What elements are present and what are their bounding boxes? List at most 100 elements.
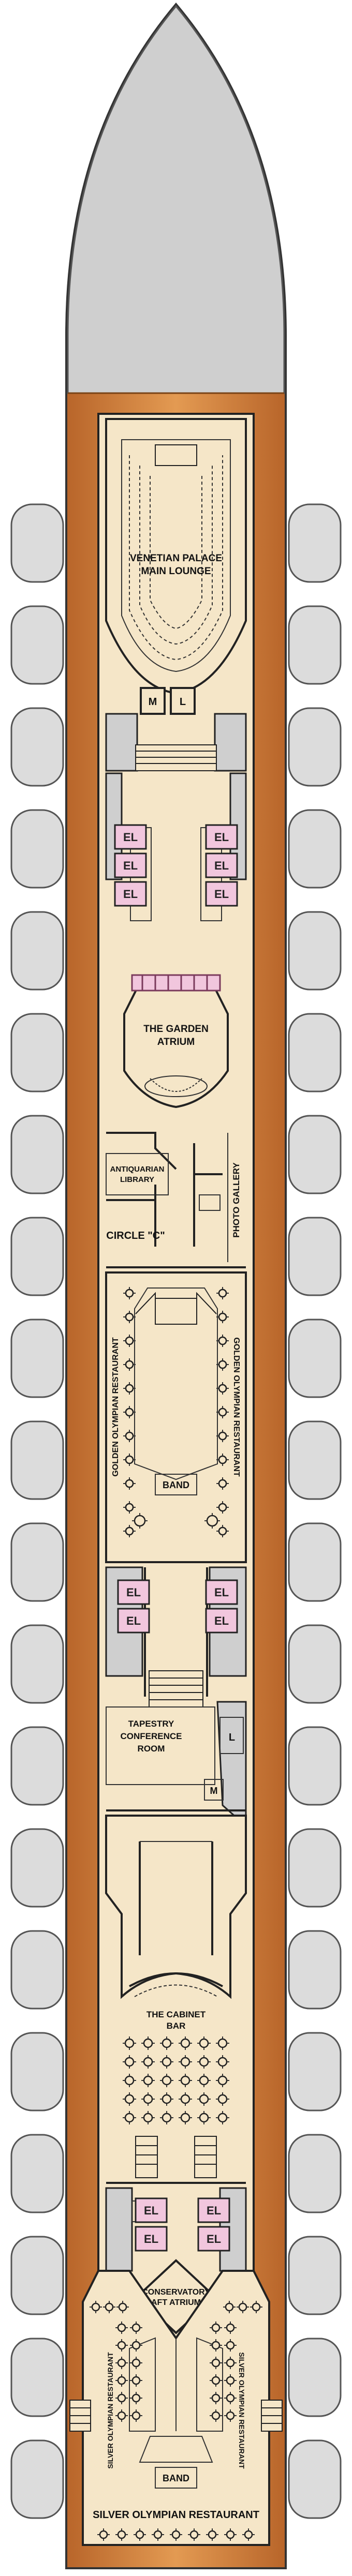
forward-stairs xyxy=(135,744,217,771)
lifeboat-starboard xyxy=(288,1930,342,2010)
dining-table xyxy=(115,2322,128,2334)
dining-table xyxy=(224,2409,237,2422)
tapestry-label-1: TAPESTRY xyxy=(128,1719,174,1729)
dining-table xyxy=(130,2374,142,2387)
elevator: EL xyxy=(205,1579,238,1605)
silver-olympian-label-bottom: SILVER OLYMPIAN RESTAURANT xyxy=(93,2509,259,2521)
restrooms-forward: M L xyxy=(105,687,247,772)
dining-table xyxy=(90,2301,102,2313)
golden-tables xyxy=(123,1287,229,1537)
dining-table xyxy=(130,2322,142,2334)
dining-table xyxy=(216,1454,229,1466)
dining-table xyxy=(123,1477,136,1490)
dining-table xyxy=(152,2528,164,2541)
lifeboat-port xyxy=(10,809,64,889)
dining-table xyxy=(216,1525,229,1537)
dining-table xyxy=(160,2111,173,2124)
dining-table xyxy=(123,1311,136,1323)
golden-olympian-restaurant: BAND GOLDEN OLYMPIAN RESTAURANT GOLDEN O… xyxy=(105,1271,247,1563)
lifeboat-port xyxy=(10,1624,64,1704)
elevator-label: EL xyxy=(144,2204,158,2217)
dining-table xyxy=(224,2392,237,2404)
lifeboat-starboard xyxy=(288,911,342,991)
dining-table xyxy=(216,1335,229,1347)
dining-table xyxy=(216,1430,229,1442)
garden-atrium-label-2: ATRIUM xyxy=(157,1037,195,1047)
dining-table xyxy=(206,2528,218,2541)
elevator: EL xyxy=(197,2226,230,2252)
dining-table xyxy=(210,2374,222,2387)
elevator-label: EL xyxy=(214,888,229,901)
dining-table xyxy=(123,1430,136,1442)
lifeboat-starboard xyxy=(288,503,342,583)
lifeboat-starboard xyxy=(288,1420,342,1500)
elevator-label: EL xyxy=(207,2204,221,2217)
dining-table xyxy=(216,1501,229,1514)
dining-table xyxy=(224,2322,237,2334)
lifeboat-starboard xyxy=(288,1726,342,1806)
cabinet-bar: THE CABINET BAR xyxy=(105,1815,247,2184)
silver-olympian-restaurant: BAND SILVER OLYMPIAN RESTAURANT SILVER O… xyxy=(69,2270,283,2546)
lifeboat-port xyxy=(10,1726,64,1806)
restaurant-stairs xyxy=(135,1292,217,1314)
golden-olympian-label-right: GOLDEN OLYMPIAN RESTAURANT xyxy=(232,1337,241,1477)
silver-olympian-label-right: SILVER OLYMPIAN RESTAURANT xyxy=(238,2352,246,2469)
dining-table xyxy=(123,2036,136,2050)
dining-table xyxy=(204,1513,220,1529)
dining-table xyxy=(216,1287,229,1299)
dining-table xyxy=(115,2339,128,2352)
dining-table xyxy=(188,2528,200,2541)
lifeboat-starboard xyxy=(288,2236,342,2315)
dining-table xyxy=(216,1406,229,1418)
lifeboat-starboard xyxy=(288,2134,342,2213)
lifeboat-port xyxy=(10,1420,64,1500)
dining-table xyxy=(115,2528,128,2541)
dining-table xyxy=(141,2055,155,2069)
cabinet-bar-label-2: BAR xyxy=(167,2021,186,2031)
garden-atrium-label-1: THE GARDEN xyxy=(143,1024,209,1035)
elevator: EL xyxy=(114,881,147,907)
dining-table xyxy=(123,1406,136,1418)
dining-table xyxy=(224,2528,237,2541)
dining-table xyxy=(130,2392,142,2404)
lifeboat-starboard xyxy=(288,1013,342,1092)
dining-table xyxy=(197,2074,211,2087)
garden-atrium: THE GARDEN ATRIUM xyxy=(123,974,229,1109)
lifeboat-starboard xyxy=(288,2338,342,2417)
lifeboat-starboard xyxy=(288,2032,342,2111)
lifeboat-port xyxy=(10,2439,64,2519)
elevator: EL xyxy=(135,2197,168,2223)
dining-table xyxy=(123,1501,136,1514)
dining-table xyxy=(123,2074,136,2087)
dining-table xyxy=(216,1311,229,1323)
tapestry-label-2: CONFERENCE xyxy=(120,1731,182,1741)
elevator: EL xyxy=(114,852,147,878)
dining-table xyxy=(123,1454,136,1466)
dining-table xyxy=(123,1287,136,1299)
elevator-label: EL xyxy=(123,888,138,901)
dining-table xyxy=(130,2339,142,2352)
dining-table xyxy=(123,2111,136,2124)
lifeboat-port xyxy=(10,2032,64,2111)
dining-table xyxy=(141,2036,155,2050)
dining-table xyxy=(123,2055,136,2069)
dining-table xyxy=(210,2357,222,2369)
lifeboat-port xyxy=(10,911,64,991)
dining-table xyxy=(160,2036,173,2050)
photo-gallery-label: PHOTO GALLERY xyxy=(231,1162,241,1238)
golden-band-label: BAND xyxy=(163,1480,189,1490)
elevator: EL xyxy=(197,2197,230,2223)
dining-table xyxy=(197,2092,211,2106)
lifeboats-port xyxy=(10,503,64,2519)
dining-table xyxy=(216,1382,229,1395)
dining-table xyxy=(141,2074,155,2087)
elevator: EL xyxy=(117,1608,150,1634)
lifeboat-port xyxy=(10,1319,64,1398)
dining-table xyxy=(224,2339,237,2352)
dining-table xyxy=(242,2528,255,2541)
elevator: EL xyxy=(205,1608,238,1634)
lifeboat-port xyxy=(10,1115,64,1194)
dining-table xyxy=(115,2357,128,2369)
